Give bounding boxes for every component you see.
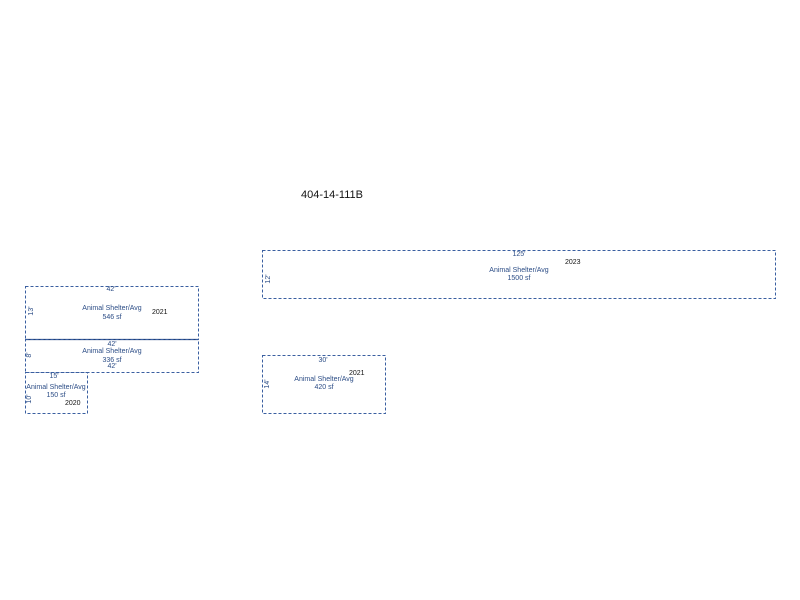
section-use-label: Animal Shelter/Avg	[26, 384, 86, 391]
dimension-side: 10'	[26, 394, 33, 403]
section-outline	[25, 372, 88, 414]
dimension-top: 42'	[106, 286, 115, 293]
section-year-label: 2023	[565, 259, 581, 266]
section-outline	[262, 250, 776, 299]
section-outline	[25, 286, 199, 340]
dimension-top: 42'	[107, 341, 116, 348]
section-large-top-right: 125' 12' Animal Shelter/Avg 1500 sf 2023	[262, 250, 776, 299]
dimension-bottom: 42'	[107, 363, 116, 370]
dimension-top: 125'	[512, 251, 525, 258]
section-area-label: 546 sf	[102, 314, 121, 321]
dimension-top: 15'	[49, 373, 58, 380]
parcel-id-title: 404-14-111B	[301, 189, 363, 201]
section-outline	[262, 355, 386, 414]
section-area-label: 1500 sf	[508, 275, 531, 282]
section-area-label: 336 sf	[102, 357, 121, 364]
section-year-label: 2020	[65, 400, 81, 407]
dimension-side: 8'	[26, 352, 33, 357]
section-left-middle: 42' 42' 8' Animal Shelter/Avg 336 sf	[25, 339, 199, 373]
section-use-label: Animal Shelter/Avg	[82, 305, 142, 312]
section-year-label: 2021	[152, 309, 168, 316]
section-center-bottom: 30' 14' Animal Shelter/Avg 420 sf 2021	[262, 355, 386, 414]
section-use-label: Animal Shelter/Avg	[489, 267, 549, 274]
section-use-label: Animal Shelter/Avg	[294, 376, 354, 383]
dimension-side: 14'	[264, 379, 271, 388]
dimension-side: 12'	[265, 274, 272, 283]
section-year-label: 2021	[349, 370, 365, 377]
section-use-label: Animal Shelter/Avg	[82, 348, 142, 355]
section-left-top: 42' 13' Animal Shelter/Avg 546 sf 2021	[25, 286, 199, 340]
section-outline	[25, 339, 199, 373]
dimension-top: 30'	[318, 357, 327, 364]
dimension-side: 13'	[28, 306, 35, 315]
section-area-label: 420 sf	[314, 384, 333, 391]
section-area-label: 150 sf	[46, 392, 65, 399]
section-left-bottom-small: 15' 10' Animal Shelter/Avg 150 sf 2020	[25, 372, 88, 414]
